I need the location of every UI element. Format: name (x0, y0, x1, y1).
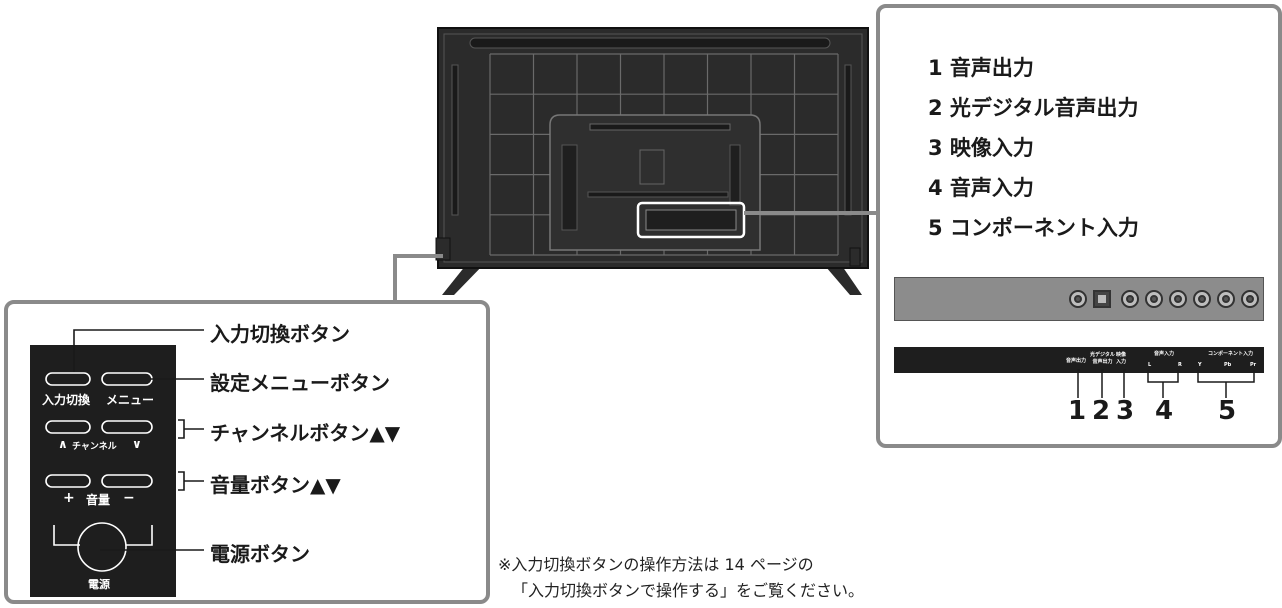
port-list-item: 3 映像入力 (928, 136, 1034, 160)
channel-up-label: ∧ (58, 437, 68, 451)
port-strip-label-5: コンポーネント入力 (1208, 351, 1254, 357)
rear-ports-callout (876, 4, 1282, 448)
tv-rear-illustration (435, 27, 869, 295)
volume-button-label: 音量 (86, 493, 111, 507)
port-number-3: 3 (1116, 396, 1135, 426)
port-number-4: 4 (1155, 396, 1174, 426)
port-number-leaders (1077, 369, 1255, 398)
port-strip-label-4: 音声入力 (1154, 351, 1175, 357)
side-control-panel (30, 345, 176, 597)
input-button-label: 入力切換 (42, 393, 91, 407)
channel-down-label: ∨ (132, 437, 142, 451)
volume-plus-label: + (63, 490, 75, 506)
port-strip-sub-pb: Pb (1224, 362, 1232, 368)
menu-button-label: メニュー (106, 393, 155, 407)
power-button-callout: 電源ボタン (210, 542, 310, 566)
port-number-5: 5 (1218, 396, 1237, 426)
port-list-item: 2 光デジタル音声出力 (928, 96, 1139, 120)
side-panel-buttons (45, 372, 153, 572)
port-strip-sub-pr: Pr (1250, 362, 1257, 368)
port-strip-sub-l: L (1148, 362, 1152, 368)
port-strip-label-2: 光デジタル 音声出力 (1090, 352, 1115, 365)
side-callout-leaders (73, 329, 204, 551)
port-number-2: 2 (1092, 396, 1111, 426)
port-strip-sub-r: R (1178, 362, 1182, 368)
port-list-item: 5 コンポーネント入力 (928, 216, 1139, 240)
side-panel-connector-line (393, 254, 443, 303)
port-label-strip (894, 347, 1264, 373)
note-line-2: 「入力切換ボタンで操作する」をご覧ください。 (512, 581, 865, 600)
port-jacks (1069, 290, 1259, 308)
volume-button-callout: 音量ボタン▲▼ (210, 473, 341, 497)
menu-button-callout: 設定メニューボタン (210, 371, 390, 395)
port-list-item: 4 音声入力 (928, 176, 1034, 200)
port-list-item: 1 音声出力 (928, 56, 1034, 80)
power-button-label: 電源 (88, 578, 110, 591)
input-button-callout: 入力切換ボタン (210, 322, 350, 346)
port-connector-line (744, 211, 880, 215)
channel-button-label: チャンネル (72, 442, 117, 452)
channel-button-callout: チャンネルボタン▲▼ (210, 421, 401, 445)
reference-note: ※入力切換ボタンの操作方法は 14 ページの 「入力切換ボタンで操作する」をご覧… (498, 552, 864, 604)
port-strip-label-3: 映像 入力 (1116, 352, 1127, 365)
port-strip-label-1: 音声出力 (1066, 358, 1087, 364)
note-line-1: ※入力切換ボタンの操作方法は 14 ページの (498, 555, 814, 574)
volume-minus-label: − (123, 490, 135, 506)
port-name-list: 1 音声出力 2 光デジタル音声出力 3 映像入力 4 音声入力 5 コンポーネ… (928, 48, 1139, 248)
port-number-1: 1 (1068, 396, 1087, 426)
port-strip-sub-y: Y (1198, 362, 1202, 368)
